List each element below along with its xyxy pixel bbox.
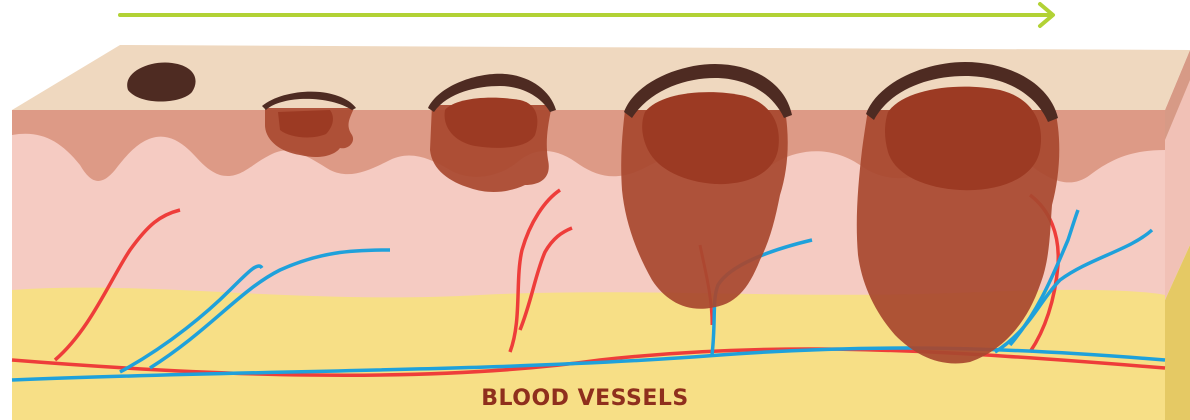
block-side-face	[1165, 50, 1190, 420]
blood-vessels-label: BLOOD VESSELS	[481, 386, 688, 411]
stage-5-core	[885, 87, 1041, 191]
progression-arrow	[120, 4, 1053, 26]
stage-2-core	[278, 110, 333, 137]
